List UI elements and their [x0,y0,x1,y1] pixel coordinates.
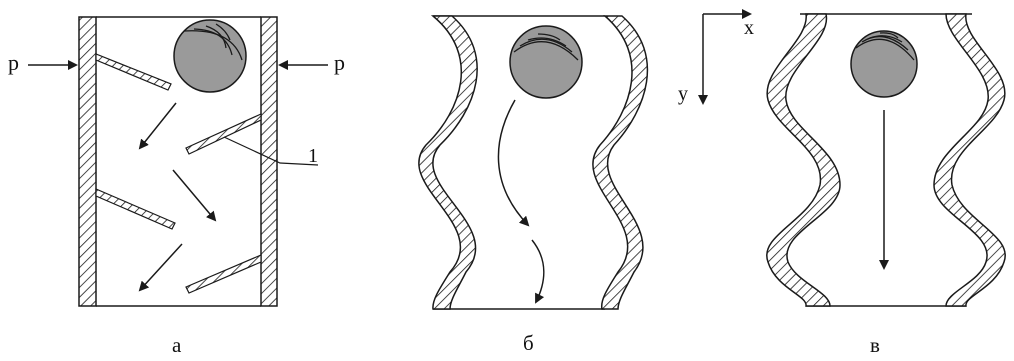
part-leader-line [223,136,319,166]
panel-a [28,16,328,307]
panel-c-caption: в [870,333,880,357]
panel-a-left-wall [78,16,97,307]
plate-right-upper [185,113,262,155]
panel-b [418,15,649,310]
coordinate-axes [698,9,752,105]
particle-a [173,19,247,93]
panel-a-caption: а [172,333,182,357]
pressure-label-left: p [8,50,19,75]
axis-x-label: x [744,17,754,39]
panel-b-left-wall [418,15,478,310]
plate-left-lower [95,188,176,230]
panel-b-caption: б [523,331,534,355]
flow-arrow-a1 [138,102,177,150]
panel-c [698,9,1006,307]
panel-a-flow-arrows [138,102,217,292]
particle-b [509,25,583,99]
panel-c-left-wall [766,13,841,307]
panel-a-right-wall [260,16,278,307]
inclined-plates [95,53,262,294]
plate-right-lower [185,254,262,294]
pressure-label-right: p [334,50,345,75]
plate-left-upper [95,53,172,91]
panel-c-right-wall [933,13,1006,307]
flow-arrow-b2 [531,239,545,304]
part-number-label: 1 [308,145,318,167]
flow-arrow-b1 [497,99,530,227]
flow-arrow-a3 [138,243,183,292]
axis-y-label: y [678,83,688,105]
particle-c [850,30,918,98]
panel-b-flow-arrows [497,99,545,304]
panel-b-right-wall [592,15,649,310]
flow-arrow-a2 [172,169,217,222]
